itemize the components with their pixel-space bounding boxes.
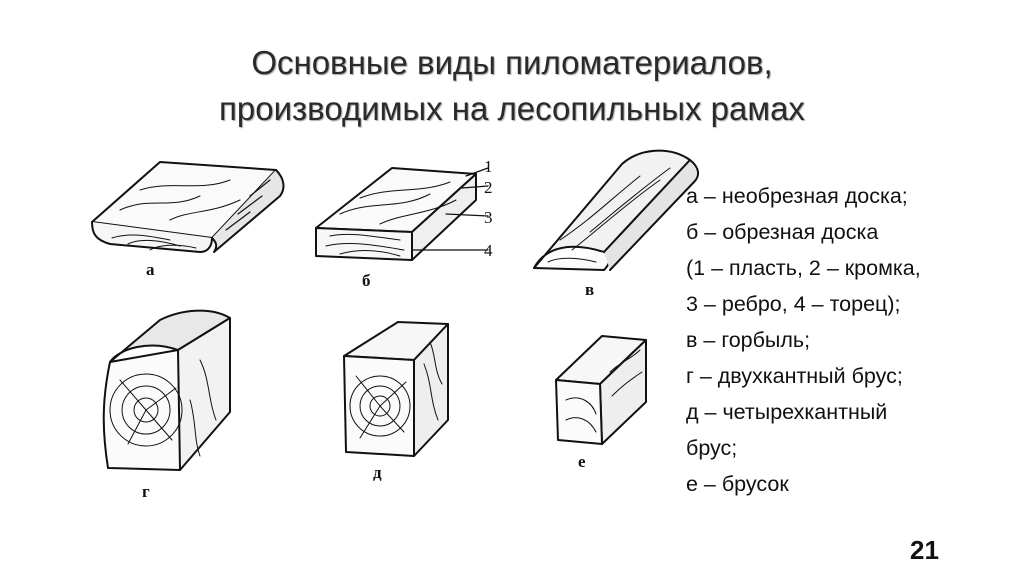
label-v: в	[585, 280, 594, 299]
bar-drawing: е	[555, 335, 647, 471]
legend-line: брус;	[686, 436, 738, 460]
label-b: б	[362, 271, 371, 290]
two-edged-beam-drawing: г	[102, 309, 231, 501]
label-g: г	[142, 482, 150, 501]
callout-2: 2	[484, 178, 493, 197]
callout-3: 3	[484, 208, 493, 227]
legend-line: г – двухкантный брус;	[686, 364, 903, 388]
slide-title-line-2: производимых на лесопильных рамах	[219, 90, 805, 127]
legend-line: д – четырехкантный	[686, 400, 888, 424]
label-d: д	[373, 463, 382, 482]
legend-line: е – брусок	[686, 472, 789, 496]
legend-line: в – горбыль;	[686, 328, 811, 352]
unedged-board-drawing: а	[91, 161, 285, 279]
legend-line: а – необрезная доска;	[686, 184, 908, 208]
legend-line: б – обрезная доска	[686, 220, 879, 244]
callout-4: 4	[484, 241, 493, 260]
slide-title-line-1: Основные виды пиломатериалов,	[251, 44, 773, 81]
label-e: е	[578, 452, 586, 471]
slide-title: Основные виды пиломатериалов, производим…	[0, 40, 1024, 132]
edged-board-drawing: 1 2 3 4 б	[315, 157, 493, 290]
legend-line: 3 – ребро, 4 – торец);	[686, 292, 901, 316]
slab-drawing: в	[533, 149, 700, 299]
page-number: 21	[910, 535, 939, 565]
legend: а – необрезная доска; б – обрезная доска…	[686, 178, 1006, 502]
callout-1: 1	[484, 157, 493, 176]
legend-line: (1 – пласть, 2 – кромка,	[686, 256, 921, 280]
label-a: а	[146, 260, 155, 279]
four-edged-beam-drawing: д	[343, 321, 449, 482]
